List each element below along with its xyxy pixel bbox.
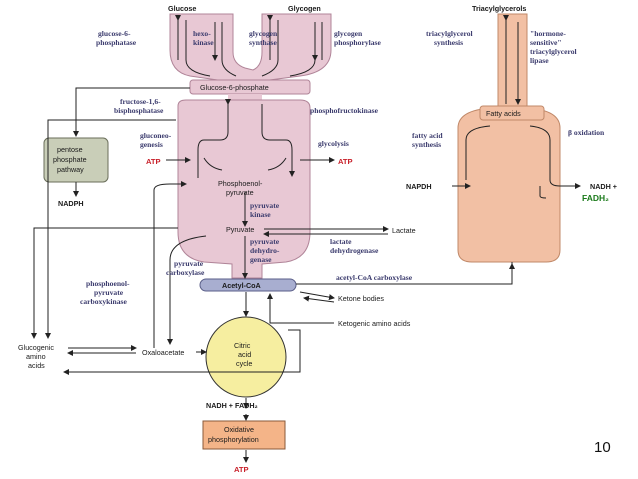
pdh-label-1: pyruvate [250,237,280,246]
fatty-acids-bar [479,105,545,121]
tca-label-3: cycle [236,359,252,368]
ldh-label-2: dehydrogenase [330,246,379,255]
atp-bottom-label: ATP [234,465,249,474]
ppp-label-3: pathway [57,165,84,174]
tca-label-1: Citric [234,341,251,350]
acetyl-coa-label: Acetyl-CoA [222,281,261,290]
hexokinase-label-2: kinase [193,38,214,47]
pyruvate-carboxylase-label-2: carboxylase [166,268,205,277]
acetyl-coa-pill [199,278,297,292]
pyruvate-kinase-label-1: pyruvate [250,201,280,210]
gluconeogenesis-label-2: genesis [140,140,163,149]
glucogenic-label-1: Glucogenic [18,343,54,352]
glycolysis-label: glycolysis [318,139,349,148]
atp-right-label: ATP [338,157,353,166]
ppp-label-2: phosphate [53,155,87,164]
acc-label: acetyl-CoA carboxylase [336,273,413,282]
hexokinase-label-1: hexo- [193,29,211,38]
tag-synthesis-label-1: triacylglycerol [426,29,473,38]
fbpase-label-2: bisphosphatase [114,106,164,115]
glucose-label: Glucose [168,4,196,13]
nadh-fadh2-label: NADH + FADH₂ [206,401,258,410]
pdh-label-3: genase [250,255,272,264]
atp-left-label: ATP [146,157,161,166]
pep-label-2: pyruvate [226,188,254,197]
g6p-label: Glucose-6-phosphate [200,83,269,92]
pepck-label-3: carboxykinase [80,297,127,306]
oxphos-box [202,420,286,450]
ketone-bodies-label: Ketone bodies [338,294,384,303]
pdh-label-2: dehydro- [250,246,280,255]
fbpase-label-1: fructose-1,6- [120,97,161,106]
nadh-right-label: NADH + [590,182,617,191]
fa-synthesis-label-2: synthesis [412,140,441,149]
funnel-arrows [175,15,323,77]
glucogenic-label-3: acids [28,361,45,370]
triacylglycerols-label: Triacylglycerols [472,4,526,13]
pepck-label-2: pyruvate [94,288,124,297]
ketogenic-aa-label: Ketogenic amino acids [338,319,411,328]
napdh-label: NAPDH [406,182,432,191]
pyruvate-carboxylase-label-1: pyruvate [174,259,204,268]
pep-label-1: Phosphoenol- [218,179,263,188]
gluconeogenesis-label-1: gluconeo- [140,131,172,140]
oxphos-label-2: phosphorylation [208,435,259,444]
glycogen-label: Glycogen [288,4,321,13]
glycogen-phosphorylase-label-2: phosphorylase [334,38,381,47]
ldh-label-1: lactate [330,237,352,246]
page-number: 10 [594,439,611,456]
pyruvate-label: Pyruvate [226,225,254,234]
g6pase-label-2: phosphatase [96,38,137,47]
ppp-label-1: pentose [57,145,83,154]
tag-synthesis-label-2: synthesis [434,38,463,47]
tca-circle [205,316,287,398]
fadh2-green-label: FADH₂ [582,193,609,203]
g6pase-label-1: glucose-6- [98,29,131,38]
hsl-label-3: triacylglycerol [530,47,577,56]
lactate-label: Lactate [392,226,416,235]
oxphos-label-1: Oxidative [224,425,254,434]
oxaloacetate-label: Oxaloacetate [142,348,184,357]
hsl-label-1: "hormone- [530,29,566,38]
hsl-label-2: sensitive" [530,38,562,47]
hsl-label-4: lipase [530,56,549,65]
fatty-acids-label: Fatty acids [486,109,521,118]
pfk-label: phosphofructokinase [310,106,379,115]
glycogen-synthase-label-2: synthase [249,38,277,47]
tca-label-2: acid [238,350,251,359]
glycogen-phosphorylase-label-1: glycogen [334,29,363,38]
pepck-label-1: phosphoenol- [86,279,130,288]
glucose-glycogen-funnel [169,13,332,85]
glucogenic-label-2: amino [26,352,46,361]
nadph-label: NADPH [58,199,84,208]
glycogen-synthase-label-1: glycogen [249,29,278,38]
fa-synthesis-label-1: fatty acid [412,131,443,140]
fatty-acid-vessel [457,13,561,263]
pyruvate-kinase-label-2: kinase [250,210,271,219]
beta-oxidation-label: β oxidation [568,128,605,137]
